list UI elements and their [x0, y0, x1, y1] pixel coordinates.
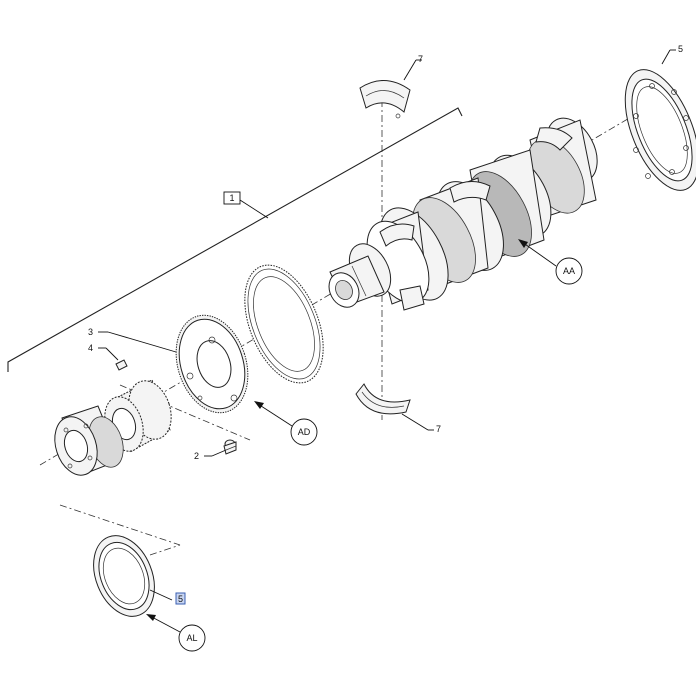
callout-4[interactable]: 4	[88, 343, 119, 361]
svg-text:4: 4	[88, 343, 93, 353]
reference-AD[interactable]: AD	[254, 401, 318, 446]
group-bracket	[7, 107, 463, 372]
ring-gear[interactable]	[229, 254, 338, 394]
callout-1[interactable]: 1	[223, 191, 241, 205]
flywheel-plate[interactable]	[164, 306, 260, 422]
crankshaft[interactable]	[323, 110, 607, 313]
bolt[interactable]	[223, 439, 237, 455]
svg-text:7: 7	[436, 424, 441, 434]
dowel-pin[interactable]	[115, 359, 128, 371]
svg-text:AA: AA	[563, 266, 575, 276]
callout-5-rear[interactable]: 5	[661, 44, 683, 65]
bearing-shell-top[interactable]	[359, 80, 411, 119]
svg-text:3: 3	[88, 327, 93, 337]
reference-AL[interactable]: AL	[146, 614, 206, 652]
rear-seal[interactable]	[610, 59, 696, 200]
svg-text:2: 2	[194, 451, 199, 461]
callout-2[interactable]: 2	[194, 449, 227, 461]
front-seal[interactable]	[82, 527, 165, 626]
svg-text:5: 5	[178, 594, 183, 604]
callout-7-bottom[interactable]: 7	[401, 413, 441, 434]
svg-text:AL: AL	[186, 633, 197, 643]
bearing-shell-bottom[interactable]	[355, 383, 411, 415]
callout-5-front[interactable]: 5	[149, 589, 186, 605]
front-hub[interactable]	[48, 405, 130, 481]
callout-7-top[interactable]: 7	[403, 54, 423, 81]
svg-text:7: 7	[418, 54, 423, 64]
svg-text:1: 1	[229, 193, 234, 203]
callout-3[interactable]: 3	[88, 327, 177, 353]
svg-text:5: 5	[678, 44, 683, 54]
reference-AA[interactable]: AA	[518, 239, 583, 285]
svg-text:AD: AD	[298, 427, 311, 437]
